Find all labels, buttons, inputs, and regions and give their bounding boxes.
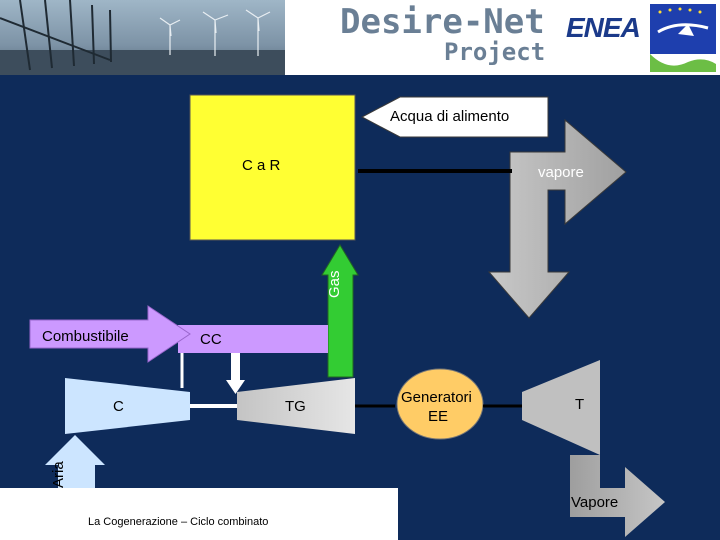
compressor — [65, 378, 190, 434]
turbine-label: T — [575, 396, 585, 413]
compressor-label: C — [113, 398, 124, 415]
car-box — [189, 94, 356, 241]
car-label: C a R — [242, 157, 281, 174]
combustibile-arrow — [29, 305, 191, 363]
generatori-label-line1: Generatori — [401, 389, 472, 406]
sustainable-energy-europe-emblem-icon — [650, 4, 716, 72]
project-title-line2: Project — [444, 38, 546, 66]
wind-farm-photo — [0, 0, 285, 75]
project-title-line1: Desire-Net — [340, 2, 545, 42]
footer-bar — [0, 488, 398, 540]
cc-label: CC — [200, 331, 222, 348]
gas-label: Gas — [326, 270, 343, 298]
aria-arrow — [45, 435, 105, 500]
combustibile-label: Combustibile — [42, 328, 129, 345]
vapore-top-label: vapore — [538, 164, 584, 181]
vapore-top-arrow — [487, 118, 627, 319]
acqua-di-alimento-label: Acqua di alimento — [390, 108, 510, 125]
footer-caption: La Cogenerazione – Ciclo combinato — [88, 516, 269, 528]
vapore-outlet-arrow — [570, 455, 665, 537]
vapore-bottom-label: Vapore — [571, 494, 619, 511]
acqua-di-alimento-arrow — [360, 96, 549, 138]
enea-logo: ENEA — [566, 12, 641, 43]
cc-chamber — [178, 325, 328, 353]
gas-turbine — [237, 378, 355, 434]
cc-to-tg-arrow — [226, 353, 245, 394]
tg-label: TG — [285, 398, 306, 415]
gas-arrow — [321, 244, 359, 378]
aria-label: Aria — [50, 461, 67, 488]
header-banner: Desire-Net Project ENEA — [0, 0, 720, 75]
generatori-label-line2: EE — [428, 408, 449, 425]
steam-turbine — [522, 360, 600, 455]
generatori-ee — [396, 368, 484, 440]
